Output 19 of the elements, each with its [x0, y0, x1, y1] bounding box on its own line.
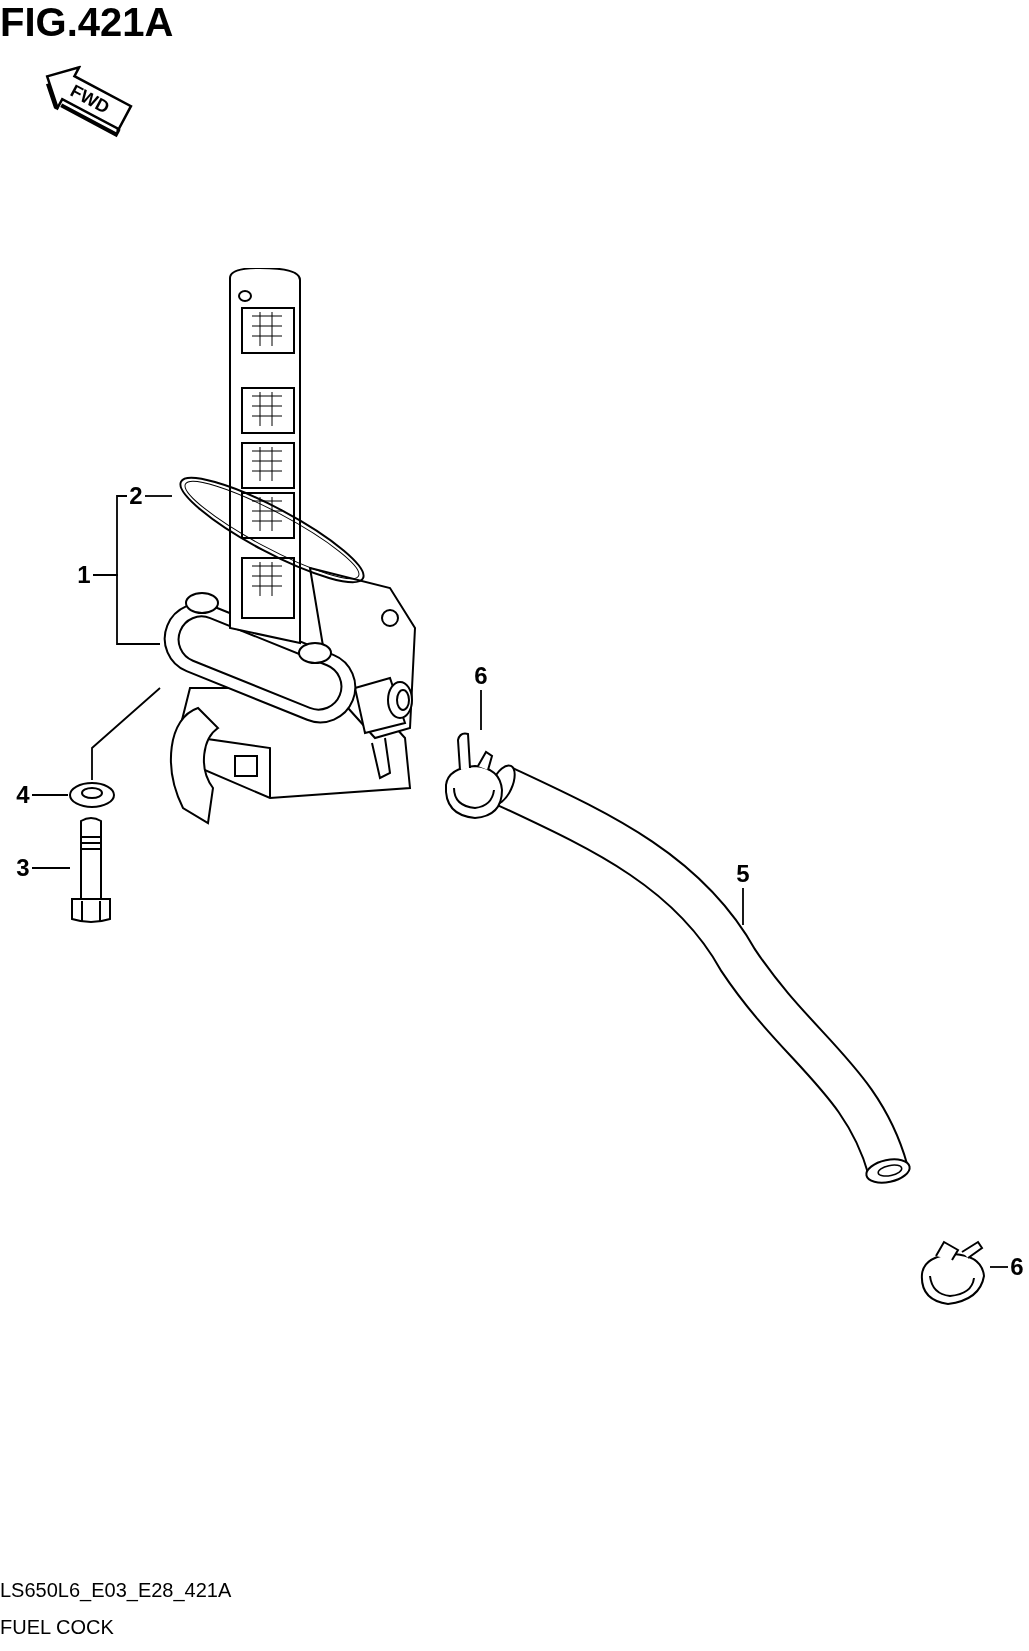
- callout-number: 3: [14, 854, 32, 882]
- callout-number: 4: [14, 781, 32, 809]
- leader-line: [989, 1266, 1009, 1268]
- direction-label: FWD: [66, 79, 114, 119]
- leader-line: [742, 887, 744, 926]
- leader-line: [480, 689, 482, 731]
- leader-line: [144, 495, 173, 497]
- figure-caption: FUEL COCK: [0, 1615, 114, 1640]
- callout-number: 5: [734, 860, 752, 888]
- callout-number: 6: [1008, 1253, 1026, 1281]
- leader-line: [31, 867, 71, 869]
- callout-number: 6: [472, 662, 490, 690]
- figure-title: FIG.421A: [0, 0, 174, 44]
- leader-line: [92, 495, 128, 576]
- drawing-code: LS650L6_E03_E28_421A: [0, 1578, 232, 1603]
- callout-number: 2: [127, 482, 145, 510]
- leader-line: [31, 794, 69, 796]
- callout-number: 1: [75, 561, 93, 589]
- leader-line: [91, 687, 161, 781]
